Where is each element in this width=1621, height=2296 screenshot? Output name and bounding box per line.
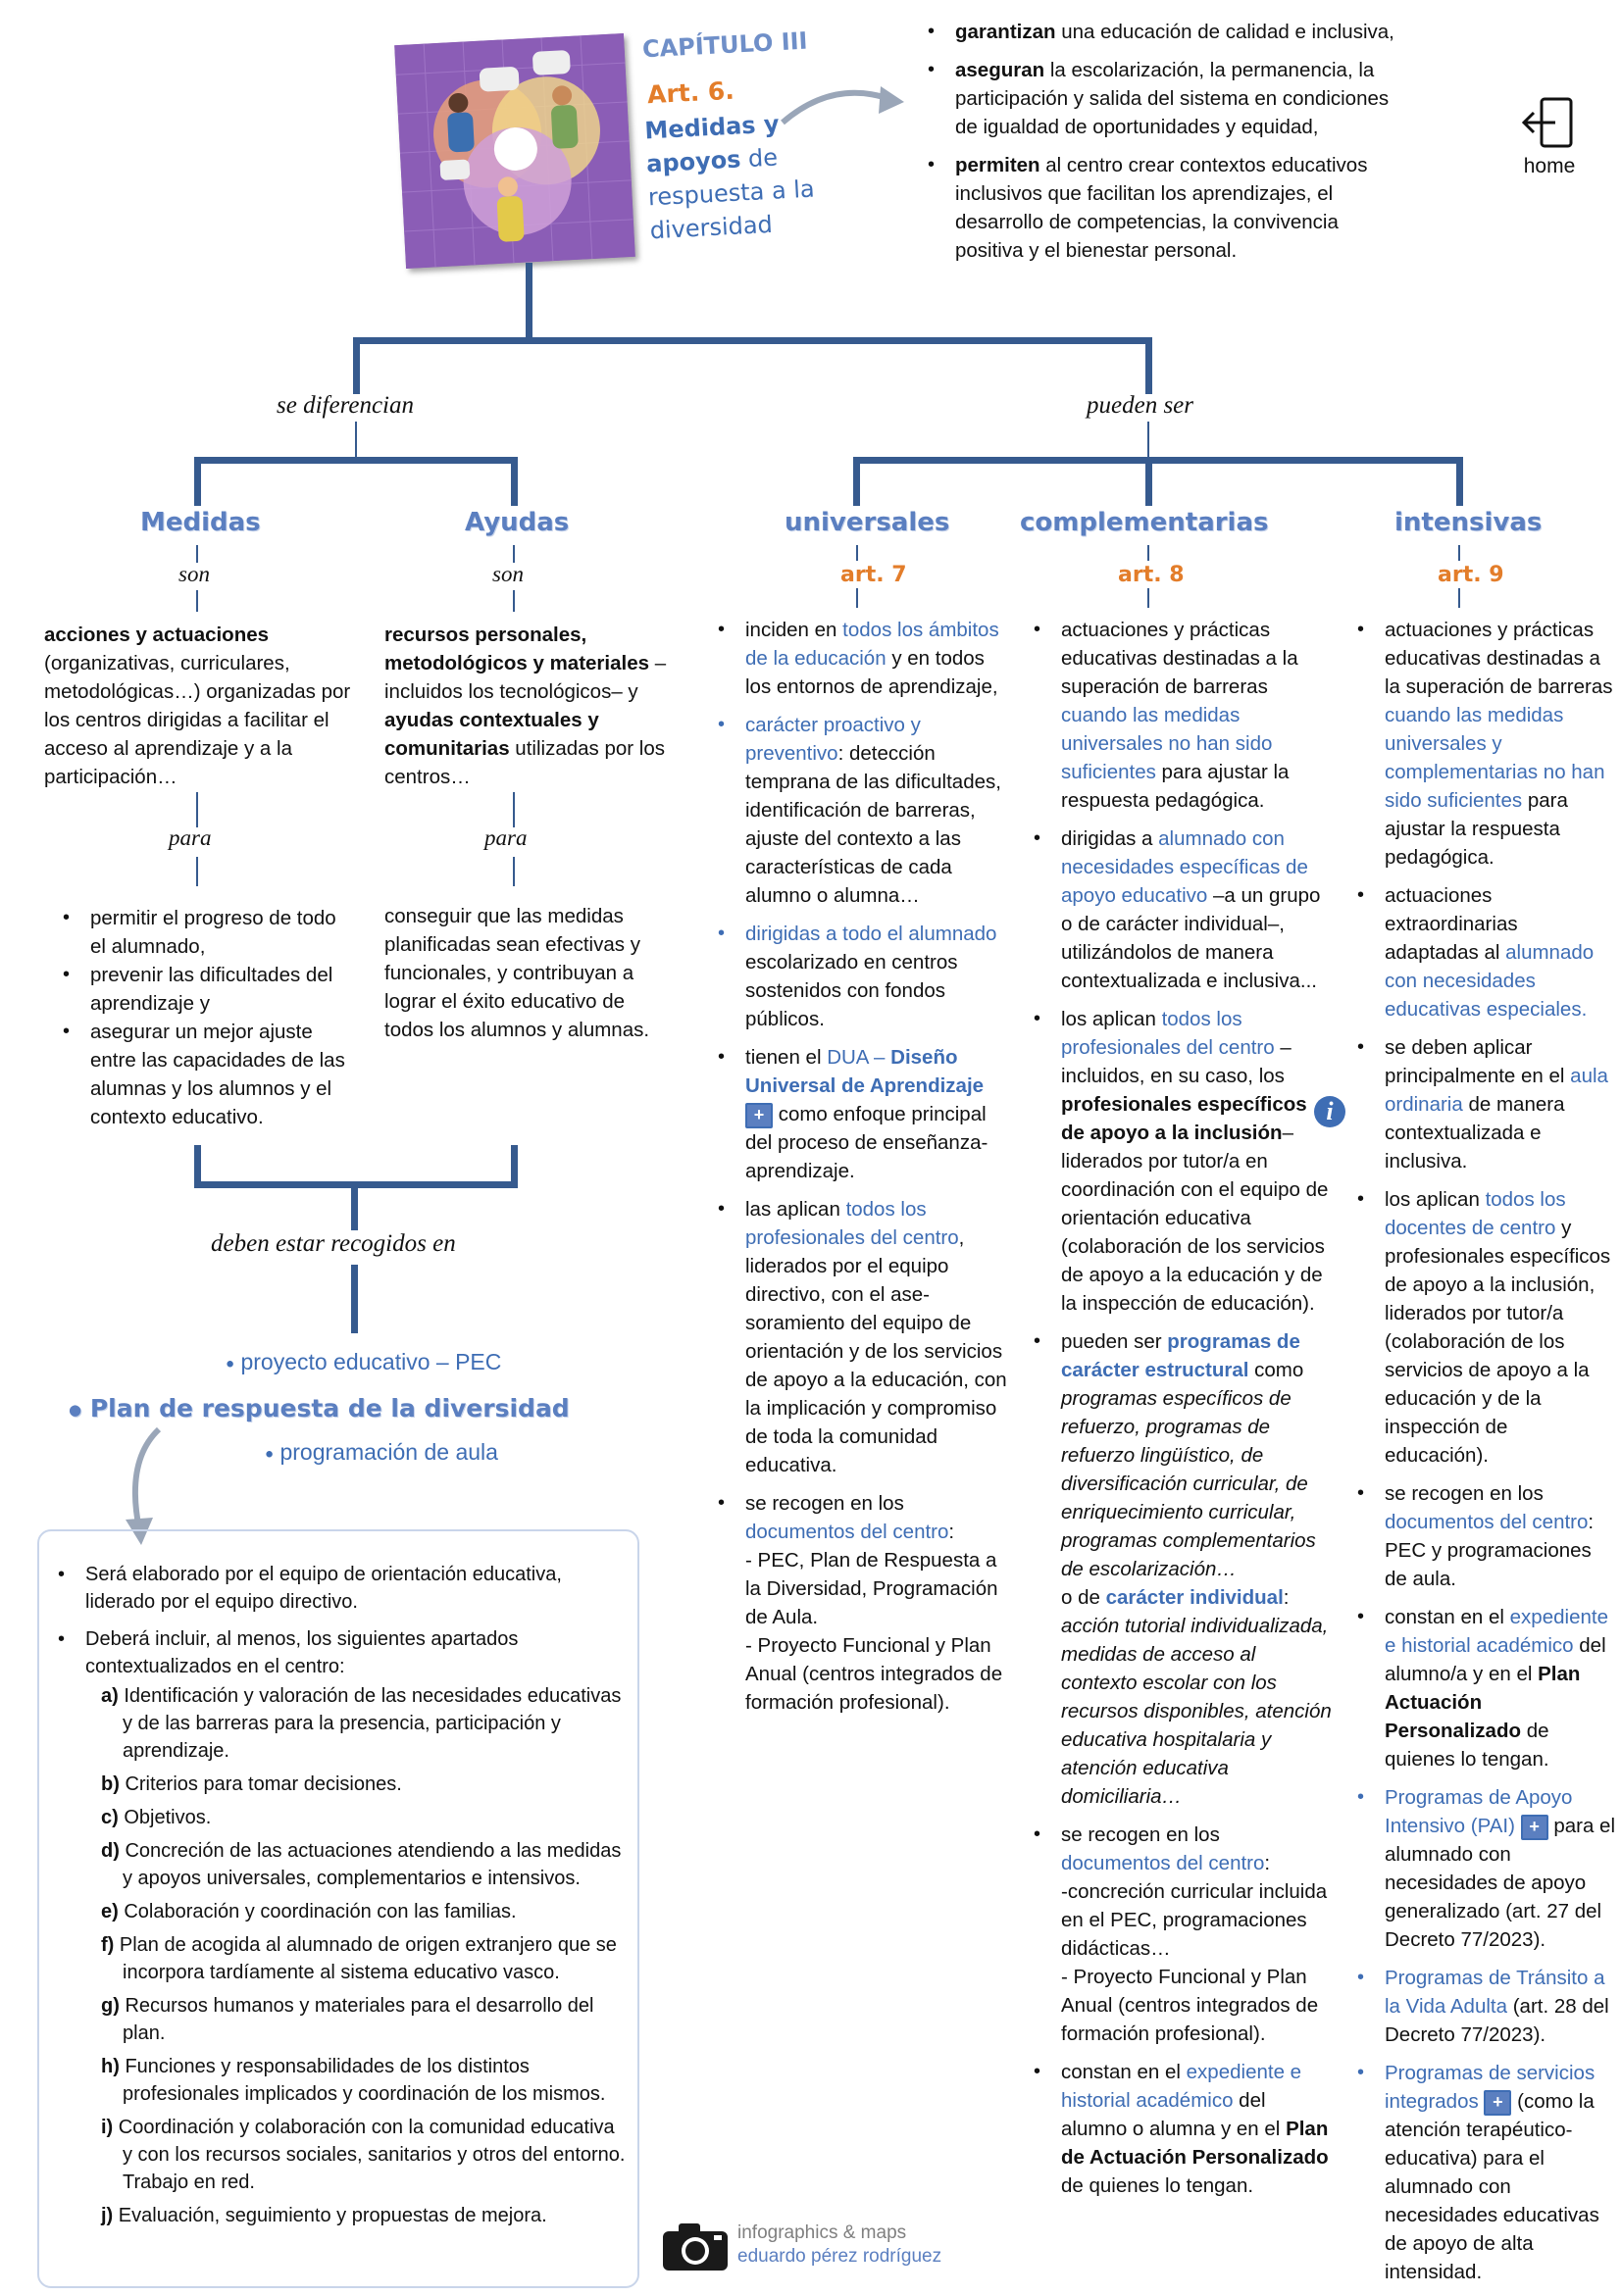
intensivas-list: actuaciones y prácticas educativas desti… [1353,616,1616,2296]
plan-item: a) Identificación y valoración de las ne… [101,1685,622,1762]
list-item: los aplican todos los docentes de centro… [1357,1185,1616,1470]
branch-label-right: pueden ser [1087,392,1193,419]
art-intensivas: art. 9 [1438,563,1504,587]
chapter-label: CAPÍTULO III [641,26,809,64]
article-label: Art. 6. [646,75,735,110]
recogido-plan: ● Plan de respuesta de la diversidad [69,1394,570,1423]
col-title-intensivas: intensivas [1394,508,1543,537]
plan-item: g) Recursos humanos y materiales para el… [101,1995,594,2044]
plus-icon[interactable]: + [1520,1814,1548,1840]
list-item: constan en el expediente e historial aca… [1034,2058,1334,2200]
list-item: las aplican todos los profesionales del … [718,1195,1008,1479]
art-complementarias: art. 8 [1118,563,1185,587]
info-icon[interactable]: i [1314,1096,1345,1127]
ayudas-para: para [484,825,528,850]
plan-item: b) Criterios para tomar decisiones. [101,1773,402,1795]
list-item: pueden ser programas de carácter estruct… [1034,1327,1334,1811]
plan-item: j) Evaluación, seguimiento y propuestas … [101,2205,547,2226]
footer-line2: eduardo pérez rodríguez [737,2246,942,2267]
col-title-universales: universales [785,508,950,537]
medidas-definition: acciones y actuaciones(organizativas, cu… [44,624,351,788]
recogido-pec: ● proyecto educativo – PEC [226,1349,502,1374]
list-item: permitir el progreso de todo el alumnado… [63,904,355,961]
col-title-complementarias: complementarias [1020,508,1269,537]
medidas-para: para [169,825,212,850]
plus-icon[interactable]: + [1484,2089,1512,2116]
ayudas-definition: recursos personales, metodológicos y mat… [384,624,667,788]
col-title-ayudas: Ayudas [465,508,570,537]
list-item: asegurar un mejor ajuste entre las capac… [63,1018,355,1131]
col-title-medidas: Medidas [140,508,261,537]
plan-item: i) Coordinación y colaboración con la co… [101,2117,626,2193]
footer-line1: infographics & maps [737,2222,907,2243]
plan-bullet: Deberá incluir, al menos, los siguientes… [58,1625,628,1680]
list-item: actuaciones y prácticas educativas desti… [1034,616,1334,815]
plan-arrow [126,1426,162,1545]
list-item: inciden en todos los ámbitos de la educa… [718,616,1008,701]
plan-item: h) Funciones y responsabilidades de los … [101,2056,606,2105]
complementarias-list: actuaciones y prácticas educativas desti… [1030,616,1334,2210]
ayudas-son: son [492,562,524,586]
list-item: dirigidas a alumnado con necesidades esp… [1034,824,1334,995]
list-item: actuaciones extraordinarias adaptadas al… [1357,881,1616,1023]
plan-item: f) Plan de acogida al alumnado de origen… [101,1934,617,1983]
plan-box-content: Será elaborado por el equipo de orientac… [54,1561,628,2235]
plus-icon[interactable]: + [745,1102,773,1128]
list-item: se deben aplicar principalmente en el au… [1357,1033,1616,1175]
list-item: actuaciones y prácticas educativas desti… [1357,616,1616,872]
branch-label-left: se diferencian [277,392,415,419]
camera-icon [663,2223,728,2271]
intro-bullet: permiten al centro crear contextos educa… [928,151,1404,265]
list-item: se recogen en los documentos del centro:… [1034,1821,1334,2048]
list-item: se recogen en los documentos del centro:… [718,1489,1008,1717]
recogidos-label: deben estar recogidos en [211,1230,456,1257]
ayudas-para-text: conseguir que las medidas planificadas s… [384,905,650,1041]
list-item: Programas de Apoyo Intensivo (PAI) + par… [1357,1783,1616,1954]
home-button[interactable]: home [1515,93,1584,178]
universales-list: inciden en todos los ámbitos de la educa… [714,616,1008,1726]
plan-box [37,1529,639,2288]
list-item: prevenir las dificultades del aprendizaj… [63,961,355,1018]
list-item: Programas de Tránsito a la Vida Adulta (… [1357,1964,1616,2049]
plan-item: d) Concreción de las actuaciones atendie… [101,1840,622,1889]
home-icon [1521,97,1573,148]
art-universales: art. 7 [840,563,907,587]
intro-bullet: garantizan una educación de calidad e in… [928,18,1404,46]
list-item: los aplican todos los profesionales del … [1034,1005,1334,1318]
medidas-son: son [178,562,210,586]
intro-bullets: garantizan una educación de calidad e in… [924,18,1404,275]
list-item: se recogen en los documentos del centro:… [1357,1479,1616,1593]
list-item: carácter proactivo y preventivo: detecci… [718,711,1008,910]
intro-arrow [781,86,904,125]
home-label: home [1523,155,1576,177]
plan-bullet: Será elaborado por el equipo de orientac… [58,1561,628,1616]
list-item: tienen el DUA – Diseño Universal de Apre… [718,1043,1008,1185]
list-item: Programas de servicios integrados + (com… [1357,2059,1616,2286]
plan-item: e) Colaboración y coordinación con las f… [101,1901,517,1922]
list-item: constan en el expediente e historial aca… [1357,1603,1616,1773]
list-item: dirigidas a todo el alumnado escolarizad… [718,920,1008,1033]
intro-bullet: aseguran la escolarización, la permanenc… [928,56,1404,141]
recogido-aula: ● programación de aula [265,1439,498,1465]
cover-illustration [394,33,635,269]
medidas-para-list: permitir el progreso de todo el alumnado… [59,904,355,1131]
plan-item: c) Objetivos. [101,1807,212,1828]
